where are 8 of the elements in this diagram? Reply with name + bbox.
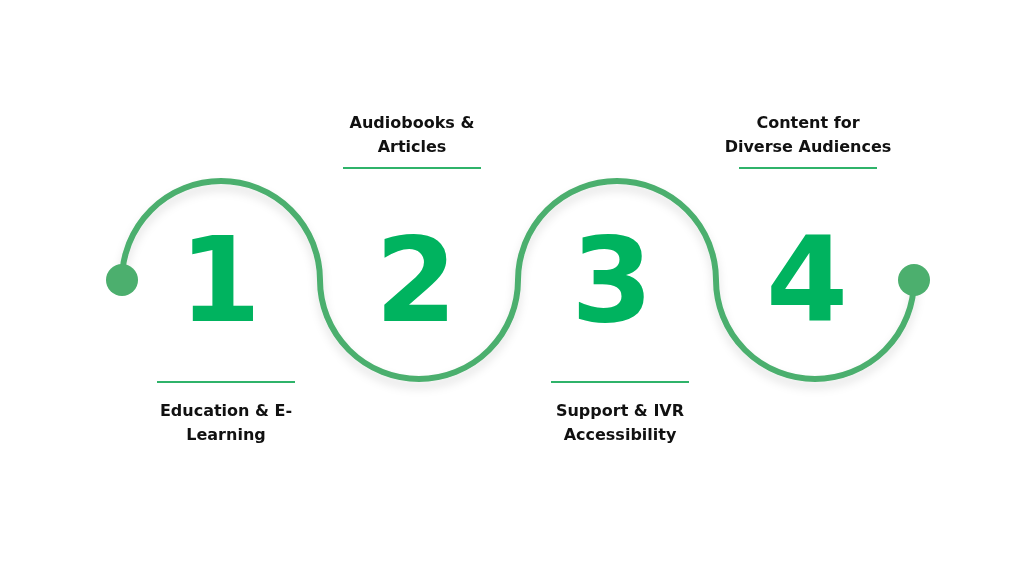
use-case-label: Education & E-Learning — [158, 400, 294, 446]
use-case-label: Audiobooks & Articles — [348, 112, 476, 158]
use-case-label: Support & IVR Accessibility — [554, 400, 686, 446]
step-number: 1 — [177, 221, 263, 339]
use-case-label: Content for Diverse Audiences — [723, 112, 893, 158]
step-number: 3 — [569, 221, 655, 339]
step-number: 4 — [764, 221, 850, 339]
step-number: 2 — [373, 221, 459, 339]
